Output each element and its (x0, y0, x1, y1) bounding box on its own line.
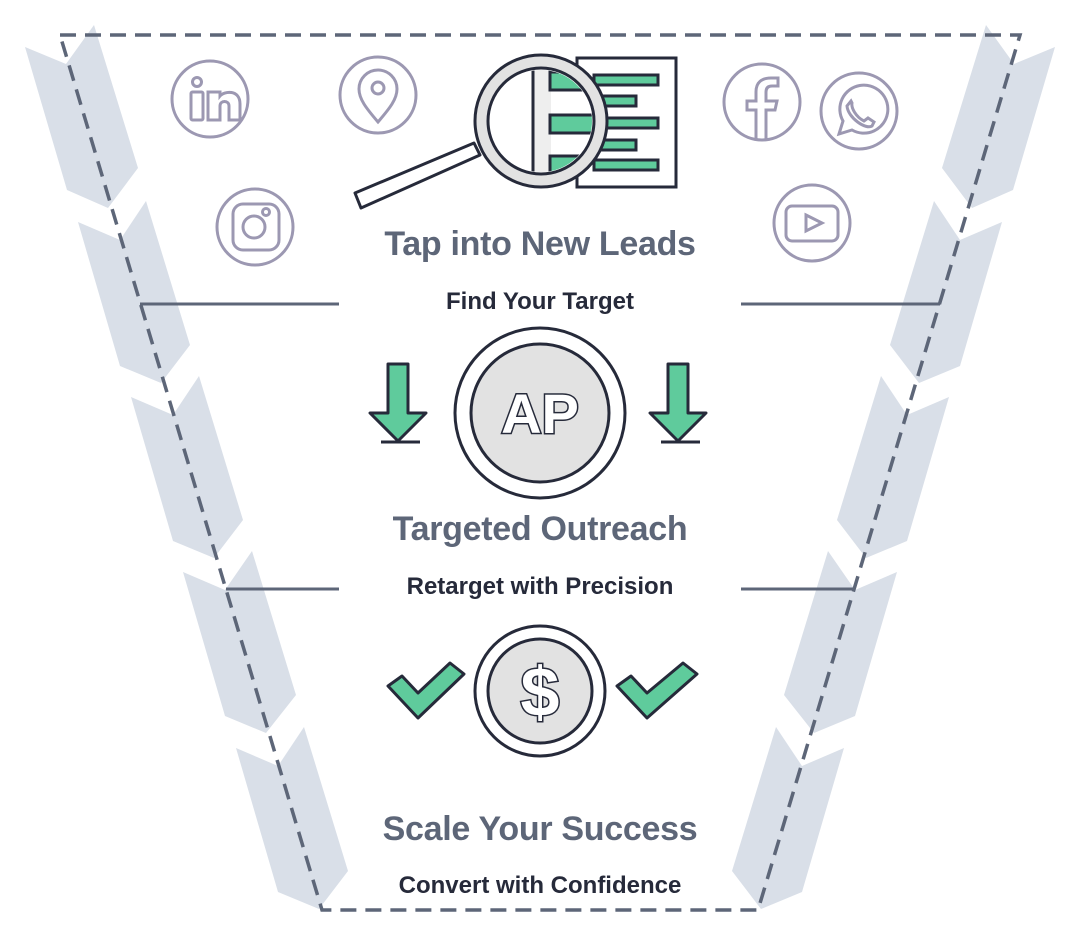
dollar-coin-label: $ (521, 653, 560, 731)
chevron-shape (78, 201, 190, 383)
stage-2-subtitle: Retarget with Precision (406, 573, 674, 600)
chevron-shape (25, 25, 138, 208)
checkmark-icon (615, 661, 699, 720)
dollar-coin-icon: $ (473, 624, 607, 758)
youtube-icon (772, 183, 852, 263)
chevron-shape (183, 551, 296, 733)
whatsapp-icon (819, 71, 899, 151)
linkedin-icon (170, 59, 250, 139)
funnel-outline (57, 33, 1023, 912)
stage-2-title: Targeted Outreach (392, 510, 688, 548)
instagram-icon (215, 187, 295, 267)
chevron-shape (890, 201, 1002, 383)
right-chevron-track (732, 25, 1055, 909)
ap-coin-label: AP (501, 382, 579, 445)
checkmark-icon (386, 661, 466, 720)
chevron-shape (236, 727, 348, 909)
stage-1-title: Tap into New Leads (384, 225, 696, 263)
location-pin-icon (338, 55, 418, 135)
stage-3-title: Scale Your Success (382, 810, 698, 848)
facebook-icon (722, 62, 802, 142)
arrow-down-icon (648, 362, 708, 444)
chevron-shape (942, 25, 1055, 208)
chevron-shape (837, 376, 949, 558)
left-chevron-track (25, 25, 348, 909)
arrow-down-icon (368, 362, 428, 444)
chevron-shape (732, 727, 844, 909)
stage-1-subtitle: Find Your Target (445, 288, 634, 315)
chevron-shape (784, 551, 897, 733)
magnifier-over-document-icon (353, 53, 678, 210)
ap-coin-icon: AP (453, 326, 627, 500)
chevron-shape (131, 376, 243, 558)
stage-3-subtitle: Convert with Confidence (398, 872, 682, 899)
